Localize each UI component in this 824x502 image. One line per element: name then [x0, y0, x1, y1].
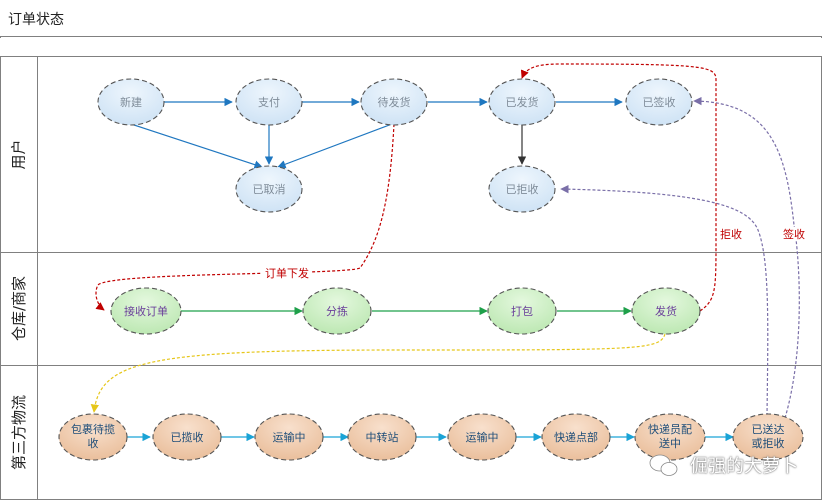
edge-order-placed [95, 123, 395, 311]
node-awaiting-pickup [58, 413, 128, 461]
node-label: 运输中 [466, 430, 499, 444]
edge-new-to-cancelled [130, 123, 263, 169]
node-label: 包裹待揽 [71, 422, 115, 436]
edge-sign-to-signed [693, 96, 800, 419]
node-delivered-or-rejected [732, 413, 804, 461]
node-pack [487, 287, 557, 335]
node-out-for-delivery [634, 413, 706, 461]
node-label: 已揽收 [171, 430, 204, 444]
title-bar: 订单状态 [0, 0, 822, 37]
lane-separator [0, 252, 822, 253]
edge-label-sign: 签收 [783, 227, 805, 241]
node-label: 快递员配 [648, 422, 692, 436]
node-paid [235, 78, 303, 126]
node-label: 打包 [511, 304, 533, 318]
node-label: 分拣 [326, 304, 348, 318]
node-picked-up [152, 413, 222, 461]
node-label: 收 [88, 436, 99, 450]
diagram-title: 订单状态 [8, 12, 64, 28]
edge-label-order-placed: 订单下发 [265, 266, 309, 280]
lane-label-logistics: 第三方物流 [0, 365, 38, 500]
node-label: 已签收 [643, 95, 676, 109]
lane-label-warehouse: 仓库/商家 [0, 252, 38, 365]
node-label: 支付 [258, 96, 280, 109]
node-label: 中转站 [366, 430, 399, 444]
node-rejected [488, 165, 556, 213]
edge-ship-to-pickup [90, 333, 666, 413]
edge-label-bg [718, 227, 744, 241]
edge-pending-to-cancelled [277, 123, 393, 169]
node-new [97, 78, 165, 126]
node-label: 快递点部 [554, 430, 598, 444]
watermark: 倔强的大萝卜 [690, 456, 798, 477]
node-cancelled [235, 165, 303, 213]
node-signed [625, 78, 693, 126]
edge-ship-to-shipped [520, 63, 717, 312]
node-pending-shipment [360, 78, 428, 126]
node-label: 已取消 [253, 182, 286, 196]
node-label: 送中 [659, 436, 681, 450]
node-in-transit-1 [254, 413, 324, 461]
edge-label-reject: 拒收 [720, 227, 742, 241]
node-label: 新建 [120, 95, 142, 109]
node-in-transit-2 [447, 413, 517, 461]
node-label: 已送达 [752, 422, 785, 436]
node-receive-order [110, 287, 182, 335]
wechat-icon [649, 454, 678, 476]
edge-label-bg [262, 266, 312, 280]
lane-label-user: 用户 [0, 57, 38, 252]
node-label: 已拒收 [506, 182, 539, 196]
node-label: 待发货 [378, 95, 411, 109]
header-subbar [0, 38, 822, 57]
node-shipped [488, 78, 556, 126]
node-label: 或拒收 [752, 436, 785, 450]
node-label: 已发货 [506, 95, 539, 109]
edge-reject-to-rejected [560, 184, 769, 417]
node-delivery-point [541, 413, 611, 461]
node-label: 接收订单 [124, 304, 168, 318]
node-transfer-station [347, 413, 417, 461]
lane-separator [0, 365, 822, 366]
node-label: 运输中 [273, 430, 306, 444]
node-ship [631, 287, 701, 335]
node-label: 发货 [655, 304, 677, 318]
node-sort [302, 287, 372, 335]
edge-label-bg [781, 227, 807, 241]
